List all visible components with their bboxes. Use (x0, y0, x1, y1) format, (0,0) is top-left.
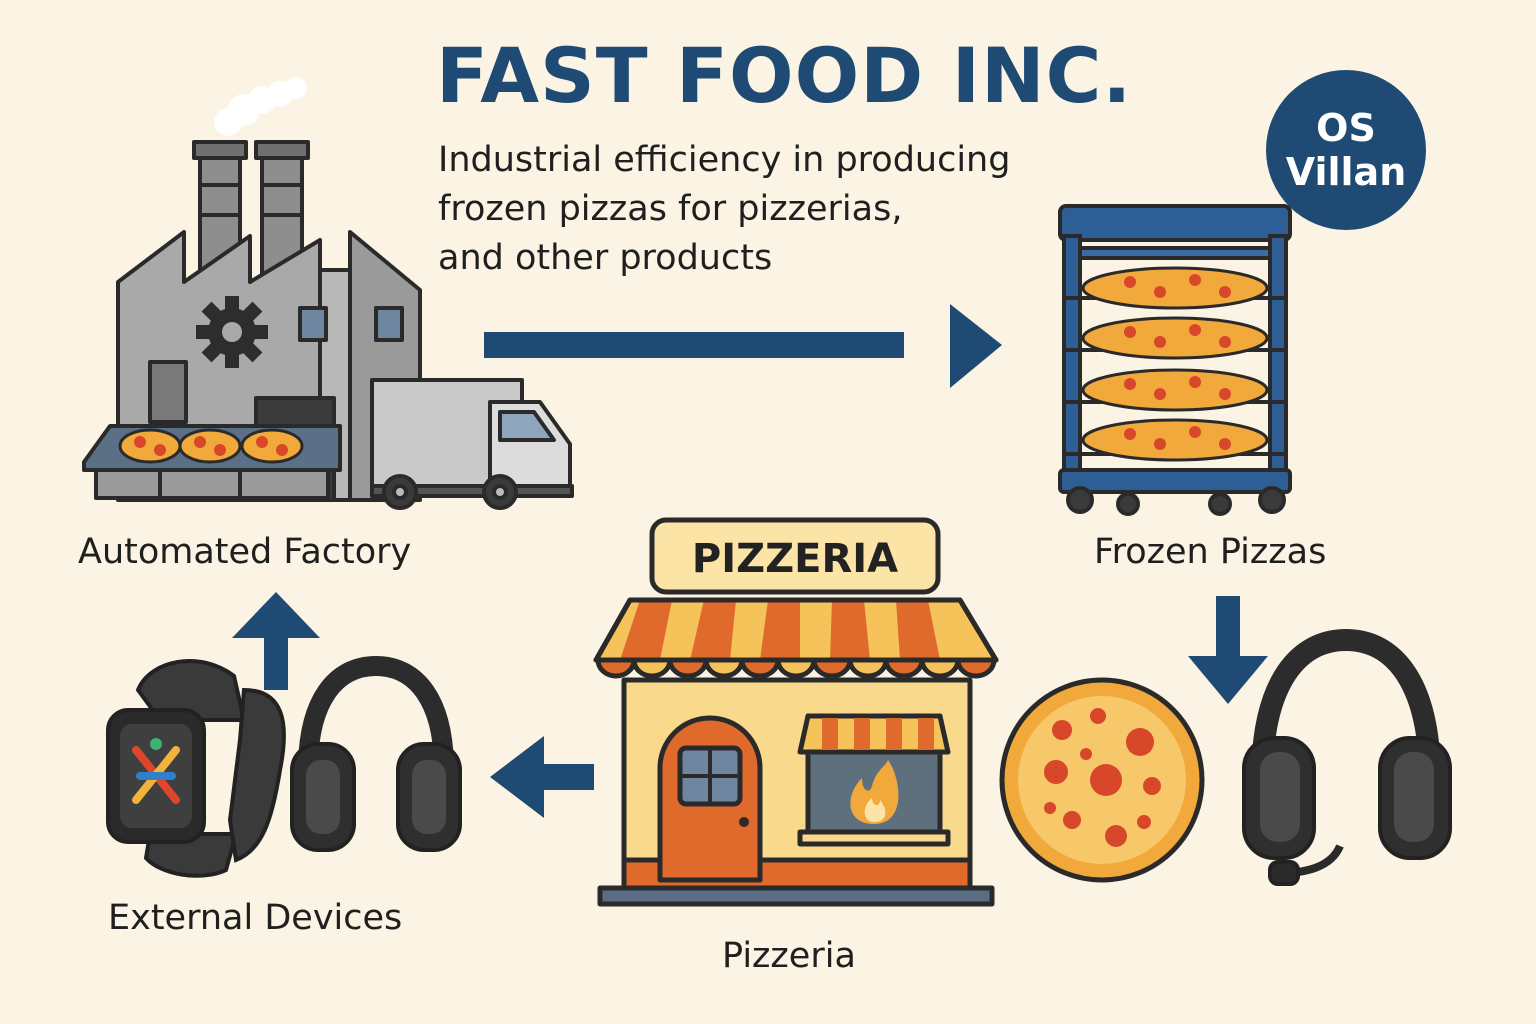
pizza-icon (999, 677, 1205, 883)
gear-icon (196, 296, 268, 368)
factory-icon (82, 77, 574, 510)
flame-icon (850, 760, 899, 824)
arrow-right-icon (484, 304, 1002, 388)
badge-line-2: Villan (1285, 150, 1407, 194)
subtitle-line-2: frozen pizzas for pizzerias, (438, 189, 903, 229)
label-automated-factory: Automated Factory (78, 532, 412, 572)
label-frozen-pizzas: Frozen Pizzas (1094, 532, 1327, 572)
subtitle-line-1: Industrial efficiency in producing (438, 140, 1011, 180)
smartwatch-icon (106, 659, 286, 878)
pizza-rack-icon (1058, 204, 1292, 516)
arrow-up-icon (232, 592, 320, 690)
badge-line-1: OS (1316, 106, 1376, 150)
arrow-down-icon (1188, 596, 1268, 704)
pizzeria-sign-text: PIZZERIA (692, 536, 898, 582)
pizzeria-shop-icon (593, 517, 999, 907)
arrow-left-icon (490, 736, 594, 818)
page-title: FAST FOOD INC. (436, 31, 1133, 120)
headphones-icon (290, 655, 462, 852)
label-pizzeria: Pizzeria (722, 936, 856, 976)
headset-icon (1242, 628, 1452, 886)
os-villan-badge: OS Villan (1266, 70, 1426, 230)
smoke-icon (214, 77, 307, 136)
subtitle-line-3: and other products (438, 238, 773, 278)
subtitle: Industrial efficiency in producing froze… (438, 136, 1158, 283)
label-external-devices: External Devices (108, 898, 403, 938)
